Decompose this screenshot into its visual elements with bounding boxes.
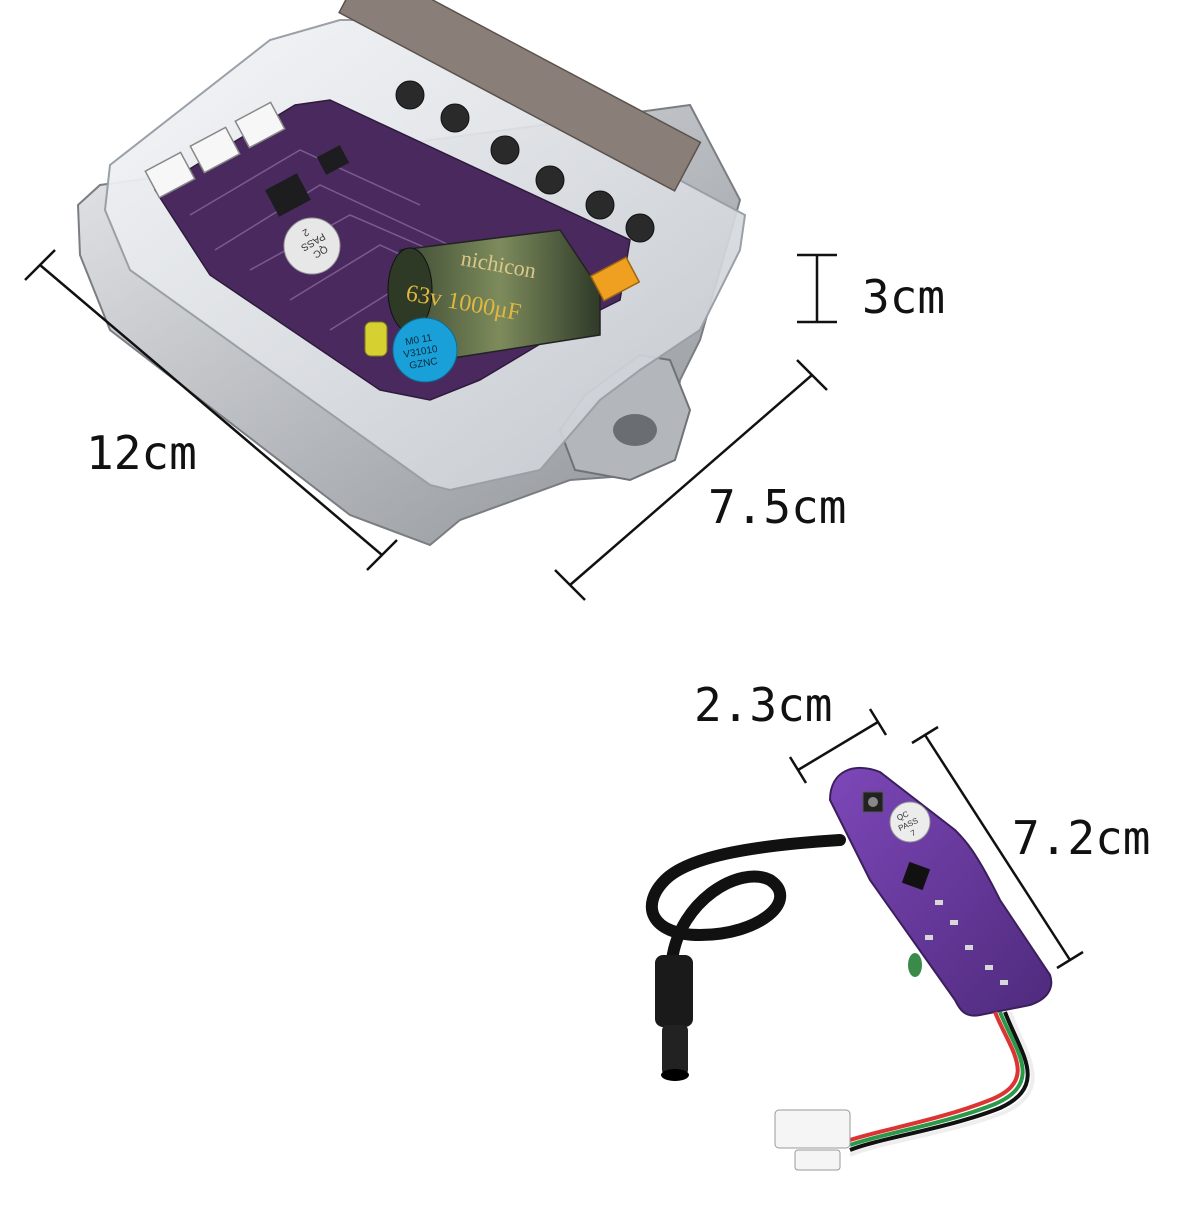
svg-text:GZNC: GZNC xyxy=(409,356,439,372)
controller-width-label: 7.5cm xyxy=(708,480,847,534)
dimension-line-length xyxy=(24,249,398,571)
qc-pass-sticker-controller: QC PASS 2 xyxy=(283,217,341,275)
driver-chip xyxy=(316,145,350,175)
mosfet-array xyxy=(338,0,702,243)
dashboard-chip xyxy=(901,861,931,891)
dimension-line-dash-width xyxy=(788,708,888,784)
svg-text:M0 11: M0 11 xyxy=(404,333,433,349)
controller-length-label: 12cm xyxy=(86,426,197,480)
colored-wires xyxy=(849,1011,1035,1157)
controller-height-label: 3cm xyxy=(862,270,946,324)
green-component xyxy=(908,953,922,977)
dimension-line-width xyxy=(554,359,828,601)
electrolytic-capacitor: nichicon 63v 1000μF xyxy=(387,229,601,361)
dashboard-jst-connector xyxy=(774,1109,851,1149)
mounting-hole xyxy=(613,414,657,446)
qc-pass-sticker-dashboard: QC PASS 7 xyxy=(889,801,931,843)
svg-text:7: 7 xyxy=(909,828,917,838)
controller-unit: nichicon 63v 1000μF QC PASS 2 M0 11 V310… xyxy=(76,0,747,547)
dashboard-width-label: 2.3cm xyxy=(694,678,833,732)
dashboard-pcb xyxy=(828,766,1053,1017)
small-capacitor xyxy=(364,321,388,357)
jst-connectors xyxy=(144,101,286,199)
dimension-line-height xyxy=(797,253,837,324)
svg-text:2: 2 xyxy=(300,226,311,239)
signal-cable xyxy=(645,834,846,966)
blue-cap-sticker: M0 11 V31010 GZNC xyxy=(392,317,458,383)
mcu-chip xyxy=(265,173,311,217)
xt60-connector xyxy=(589,256,641,302)
dashboard-smd-parts xyxy=(925,900,1008,985)
waterproof-connector xyxy=(655,955,693,1027)
dashboard-length-label: 7.2cm xyxy=(1012,811,1151,865)
dimension-line-dash-length xyxy=(911,725,1084,970)
dashboard-unit: QC PASS 7 xyxy=(645,766,1053,1171)
